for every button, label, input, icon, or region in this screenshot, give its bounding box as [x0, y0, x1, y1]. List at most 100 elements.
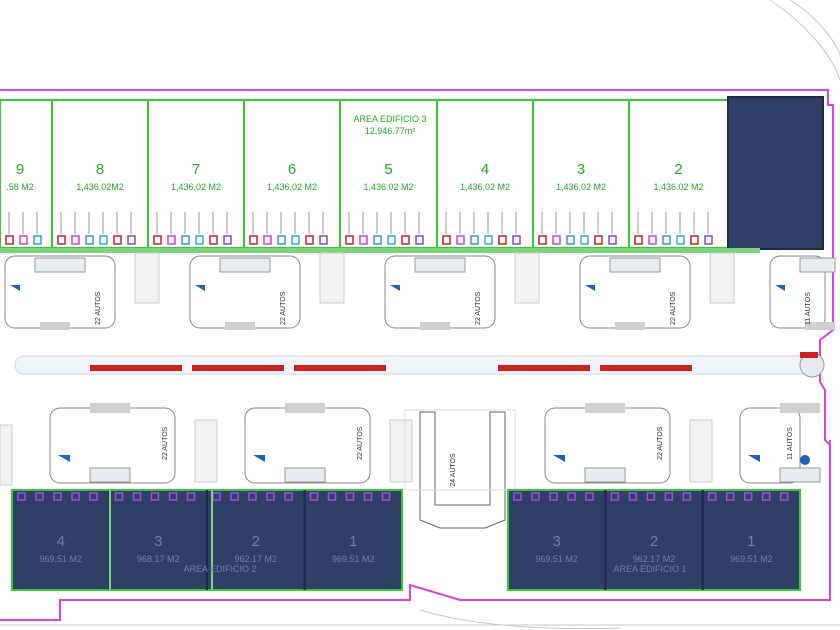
building-2-bay-1-area: 969.51 M2 — [332, 554, 375, 564]
building-1-title: AREA EDIFICIO 1 — [613, 564, 686, 574]
dock-door — [387, 235, 396, 245]
dock-door — [401, 235, 410, 245]
dock-door — [35, 492, 44, 501]
building-3-bay-2-area: 1,436.02 M2 — [653, 182, 703, 192]
dock-door — [442, 235, 451, 245]
dock-door — [484, 235, 493, 245]
loading-strip-top — [0, 248, 760, 253]
dock-door — [531, 492, 540, 501]
dock-door — [113, 235, 122, 245]
building-2-bay-3-area: 968.17 M2 — [137, 554, 180, 564]
dock-door — [167, 235, 176, 245]
dock-door — [363, 492, 373, 501]
dock-door — [114, 492, 124, 501]
dock-door — [132, 492, 142, 501]
building-3-bay-7-area: 1,436.02 M2 — [171, 182, 221, 192]
dock-door — [779, 492, 789, 501]
dock-door — [57, 235, 66, 245]
accessibility-icon — [58, 455, 70, 462]
building-1-bay-2-number: 2 — [650, 533, 658, 550]
dock-door — [549, 492, 558, 501]
median-strip-1 — [90, 365, 182, 371]
parking-module — [739, 407, 801, 484]
dock-door — [209, 235, 218, 245]
parking-curb — [585, 403, 625, 413]
parking-island — [414, 257, 466, 273]
parking-island — [584, 467, 626, 483]
dock-door — [19, 235, 28, 245]
bay-1-dark — [727, 96, 824, 250]
parking-island — [799, 257, 836, 273]
parking-top-label: 22 AUTOS — [475, 291, 482, 325]
parking-bottom-label: 22 AUTOS — [162, 426, 169, 460]
dock-door — [725, 492, 735, 501]
dock-door — [359, 235, 368, 245]
dock-door — [89, 492, 98, 501]
building-3-bay-6-area: 1,436.02 M2 — [267, 182, 317, 192]
dock-door — [195, 235, 204, 245]
dock-door — [53, 492, 62, 501]
dock-door — [585, 492, 594, 501]
dock-door — [284, 492, 293, 501]
accessibility-icon — [748, 455, 760, 462]
dock-door — [181, 235, 190, 245]
dock-door — [127, 235, 136, 245]
parking-top-label: 11 AUTOS — [805, 292, 812, 325]
dock-door — [415, 235, 424, 245]
dock-door — [690, 235, 699, 245]
loading-ramp — [689, 419, 713, 483]
building-3-bay-5-number: 5 — [384, 161, 392, 178]
parking-island — [284, 467, 326, 483]
building-2-title: AREA EDIFICIO 2 — [183, 564, 256, 574]
dock-door — [345, 492, 355, 501]
loading-ramp — [0, 424, 13, 486]
dock-door — [498, 235, 507, 245]
parking-bottom-label: 11 AUTOS — [787, 427, 794, 460]
dock-door — [676, 235, 685, 245]
parking-island — [779, 467, 821, 483]
dock-door — [309, 492, 319, 501]
building-3-bay-4-number: 4 — [481, 161, 489, 178]
parking-bottom-label: 22 AUTOS — [657, 426, 664, 460]
accessibility-icon — [800, 455, 810, 465]
dock-door — [17, 492, 26, 501]
dock-door — [634, 235, 643, 245]
building-3-bay-3-number: 3 — [577, 161, 585, 178]
parking-bottom-label: 22 AUTOS — [357, 426, 364, 460]
building-1-bay-2-area: 962.17 M2 — [633, 554, 676, 564]
dock-door — [5, 235, 14, 245]
dock-door — [327, 492, 337, 501]
dock-door — [707, 492, 717, 501]
building-3-bay-6-number: 6 — [288, 161, 296, 178]
building-3-bay-5-area: 1,436.02 M2 — [363, 182, 413, 192]
parking-bottom: 22 AUTOS 22 AUTOS 22 AUTOS 11 AUTOS — [0, 403, 821, 486]
loading-ramp — [514, 252, 540, 304]
building-3-bay-4-area: 1,436.02 M2 — [460, 182, 510, 192]
building-2-bay-4-area: 969.51 M2 — [39, 554, 82, 564]
parking-curb — [225, 322, 255, 330]
dock-door — [646, 492, 656, 501]
median-strip-4 — [498, 365, 590, 371]
dock-door — [291, 235, 300, 245]
dock-door — [761, 492, 771, 501]
parking-curb — [780, 403, 820, 413]
loading-ramp — [709, 252, 735, 304]
dock-door — [610, 492, 620, 501]
building-3-bay-2-number: 2 — [674, 161, 682, 178]
parking-island — [219, 257, 271, 273]
dock-door — [85, 235, 94, 245]
building-3-bay-9-area: .58 M2 — [6, 182, 34, 192]
parking-island — [89, 467, 131, 483]
accessibility-icon — [553, 455, 565, 462]
building-3-bay-9-number: 9 — [16, 161, 24, 178]
dock-door — [381, 492, 391, 501]
parking-island — [34, 257, 86, 273]
dock-door — [153, 235, 162, 245]
parking-top-label: 22 AUTOS — [280, 291, 287, 325]
dock-door — [470, 235, 479, 245]
dock-door — [248, 492, 257, 501]
dock-door — [743, 492, 753, 501]
